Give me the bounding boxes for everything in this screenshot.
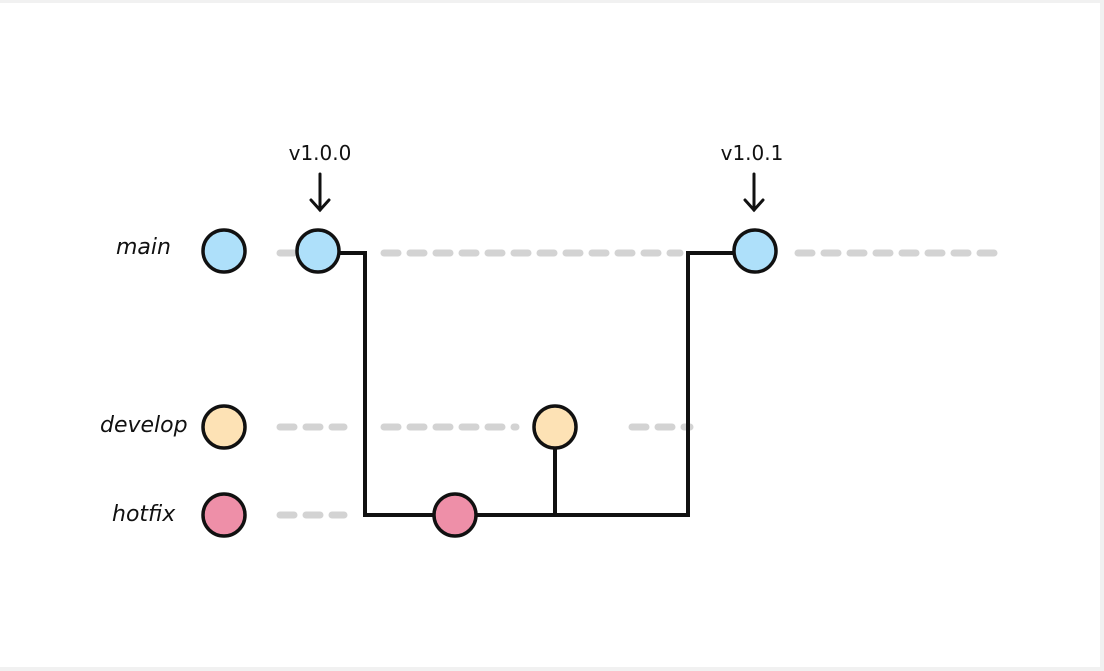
tag-label-v1-0-1: v1.0.1: [721, 141, 784, 165]
tag-arrow-v1-0-1: [743, 172, 765, 213]
tag-label-v1-0-0: v1.0.0: [289, 141, 352, 165]
diagram-canvas: [0, 3, 1100, 667]
branch-connectors: [340, 251, 734, 517]
branch-label-hotfix: hotfix: [112, 502, 176, 527]
main-commit-v1-0-0: [295, 228, 341, 274]
develop-legend-node: [201, 404, 247, 450]
hotfix-commit: [432, 492, 478, 538]
hotfix-branch-line: [340, 251, 734, 517]
main-legend-node: [201, 228, 247, 274]
branch-label-main: main: [116, 235, 171, 260]
branch-label-develop: develop: [100, 413, 188, 438]
develop-merge-commit: [532, 404, 578, 450]
hotfix-legend-node: [201, 492, 247, 538]
tag-arrow-v1-0-0: [309, 172, 331, 213]
main-commit-v1-0-1: [732, 228, 778, 274]
